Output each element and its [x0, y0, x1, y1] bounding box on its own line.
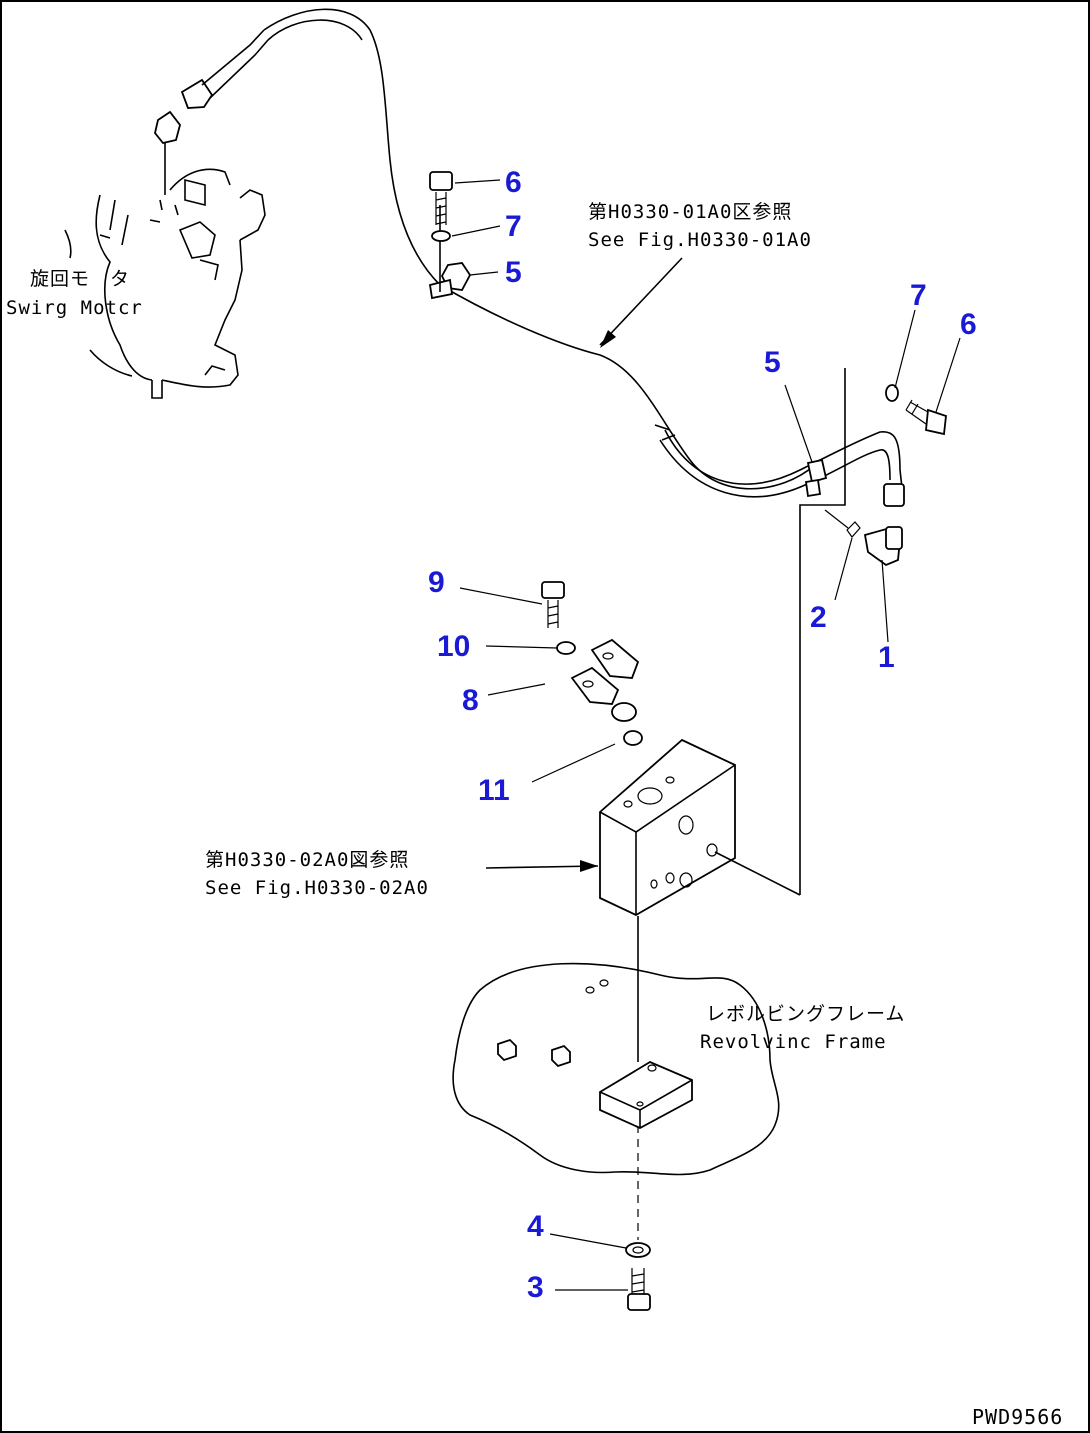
o-ring: [824, 509, 861, 538]
label-part-10: 10: [437, 630, 470, 663]
label-part-2: 2: [810, 601, 827, 634]
clamp-lower: [804, 458, 828, 498]
revolving-frame: [452, 962, 780, 1176]
label-part-3: 3: [527, 1271, 544, 1304]
split-flange-8: [570, 638, 640, 705]
ref-leader-a: [599, 257, 683, 348]
elbow-fitting: [863, 526, 903, 567]
ref-leader-b: [485, 860, 599, 872]
label-part-4: 4: [527, 1210, 544, 1243]
label-part-1: 1: [878, 641, 895, 674]
label-part-6-upper: 6: [505, 166, 522, 199]
drawing-code: PWD9566: [972, 1405, 1063, 1429]
washer-4: [625, 1242, 651, 1258]
bolt-9: [541, 581, 565, 628]
bracket-right: [799, 368, 846, 895]
washer-right: [885, 384, 899, 402]
bolt-upper: [429, 171, 453, 225]
frame-label-jp: レボルビングフレーム: [706, 1003, 905, 1025]
hose-upper: [201, 8, 816, 490]
ref-fig-b-jp: 第H0330-02A0図参照: [205, 849, 409, 871]
washer-10: [556, 641, 576, 655]
label-part-7-upper: 7: [505, 210, 522, 243]
valve-block: [599, 738, 801, 917]
swing-motor-label-jp: 旋回モ タ: [30, 268, 130, 290]
ref-fig-a-en: See Fig.H0330-01A0: [588, 229, 812, 251]
label-part-6-right: 6: [960, 308, 977, 341]
label-part-9: 9: [428, 566, 445, 599]
ref-fig-b-en: See Fig.H0330-02A0: [205, 877, 429, 899]
label-part-8: 8: [462, 684, 479, 717]
swing-motor-label-en: Swirg Motcr: [6, 297, 143, 319]
ref-fig-a-jp: 第H0330-01A0区参照: [588, 201, 792, 223]
o-ring-11: [611, 702, 643, 746]
bolt-right: [905, 399, 947, 436]
label-part-5-lower: 5: [764, 346, 781, 379]
label-part-11: 11: [478, 774, 510, 807]
hose-right: [654, 424, 905, 507]
motor-fitting: [154, 78, 214, 195]
frame-label-en: Revolvinc Frame: [700, 1031, 887, 1053]
label-part-7-right: 7: [910, 279, 927, 312]
clamp-upper: [428, 205, 472, 300]
swing-motor: [64, 168, 266, 399]
label-part-5-upper: 5: [505, 256, 522, 289]
bolt-3: [627, 1268, 651, 1311]
label-leaders: [451, 179, 961, 1291]
washer-upper: [431, 230, 451, 242]
